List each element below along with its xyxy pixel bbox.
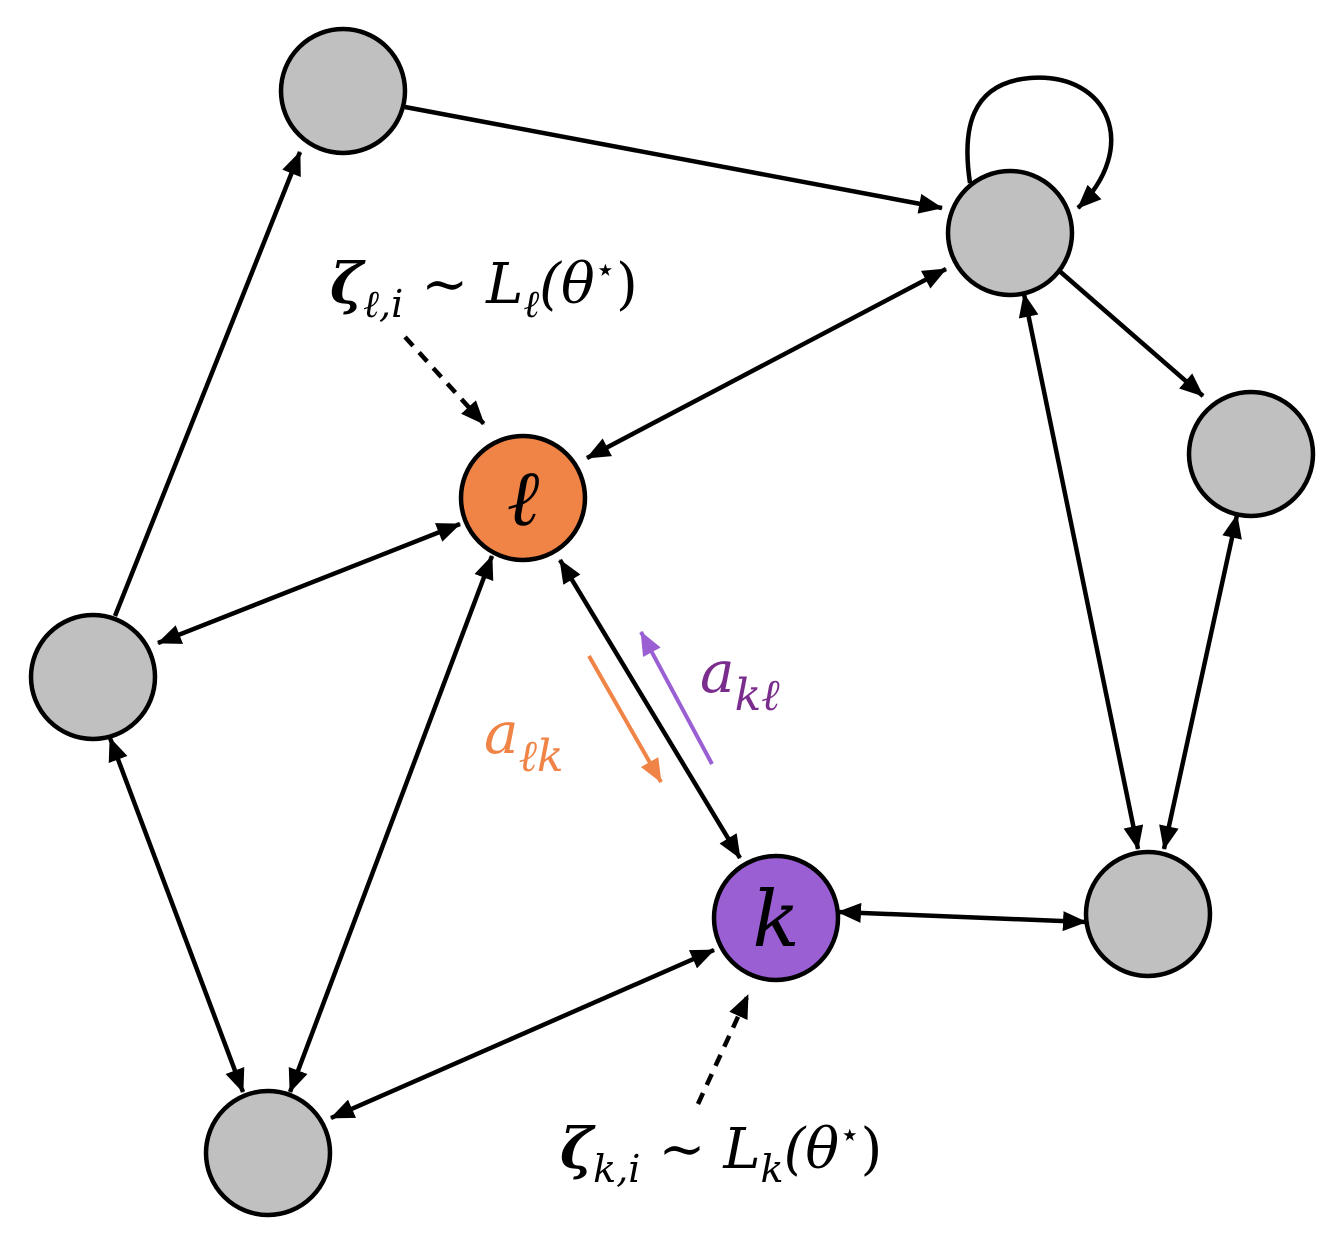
self-loop-topright bbox=[965, 75, 1114, 210]
weight-arrow-a-kl bbox=[639, 631, 714, 765]
weight-label-a-kl: akℓ bbox=[700, 638, 780, 721]
data-arrow-k bbox=[695, 994, 751, 1105]
edge-topright-l bbox=[585, 267, 948, 460]
edge-k-bottomleft bbox=[330, 947, 715, 1121]
edge-left-bottomleft bbox=[107, 737, 246, 1093]
zeta-k-arg: (θ bbox=[784, 1117, 840, 1182]
node-bottom-left bbox=[203, 1088, 333, 1218]
data-arrow-l bbox=[403, 335, 486, 426]
node-left bbox=[28, 612, 158, 742]
edge-right-bottomright bbox=[1159, 514, 1242, 850]
a-lk-sub: ℓk bbox=[519, 731, 564, 782]
edge-k-bottomright bbox=[837, 902, 1087, 932]
edge-topright-bottomright bbox=[1018, 293, 1144, 850]
edge-topleft-topright bbox=[404, 104, 943, 214]
node-k bbox=[711, 853, 841, 983]
zeta-k-L: L bbox=[722, 1117, 760, 1182]
zeta-l-tilde: ∼ bbox=[421, 252, 468, 317]
node-top-right bbox=[945, 168, 1075, 298]
svg-text:akℓ: akℓ bbox=[700, 638, 780, 721]
a-lk-base: a bbox=[484, 699, 519, 767]
svg-text:ζℓ,i∼Lℓ(θ⋆): ζℓ,i ∼ Lℓ(θ⋆) bbox=[330, 250, 638, 326]
annotation-zeta-l: ζℓ,i ∼ Lℓ(θ⋆) bbox=[330, 250, 638, 326]
edge-left-l bbox=[157, 521, 461, 646]
zeta-k-tilde: ∼ bbox=[658, 1117, 705, 1182]
svg-text:ζk,i∼Lk(θ⋆): ζk,i ∼ Lk(θ⋆) bbox=[560, 1115, 882, 1191]
edge-topright-right bbox=[1054, 266, 1205, 398]
nodes-layer: ℓ k bbox=[28, 26, 1316, 1218]
zeta-l-star: ⋆ bbox=[595, 250, 616, 290]
zeta-l-L-sub: ℓ bbox=[523, 282, 539, 326]
zeta-k-symbol: ζ bbox=[560, 1116, 596, 1182]
svg-text:aℓk: aℓk bbox=[484, 699, 564, 782]
zeta-l-symbol: ζ bbox=[330, 251, 366, 317]
edge-l-bottomleft bbox=[287, 555, 495, 1093]
edges-layer bbox=[107, 75, 1242, 1121]
annotation-zeta-k: ζk,i ∼ Lk(θ⋆) bbox=[560, 1115, 882, 1191]
edge-l-k bbox=[558, 558, 742, 860]
node-right bbox=[1186, 389, 1316, 519]
zeta-l-sub: ℓ,i bbox=[363, 282, 403, 326]
zeta-l-arg: (θ bbox=[539, 252, 595, 317]
zeta-k-star: ⋆ bbox=[839, 1115, 860, 1155]
a-kl-sub: kℓ bbox=[735, 670, 781, 721]
a-kl-base: a bbox=[700, 638, 735, 706]
node-top-left bbox=[278, 26, 408, 156]
edge-left-topleft bbox=[112, 151, 303, 617]
zeta-l-L: L bbox=[485, 252, 523, 317]
zeta-l-close: ) bbox=[616, 252, 638, 317]
zeta-k-close: ) bbox=[860, 1117, 882, 1182]
node-k-label: k bbox=[752, 875, 799, 965]
zeta-k-sub: k,i bbox=[593, 1147, 640, 1191]
node-l bbox=[458, 433, 588, 563]
node-l-label: ℓ bbox=[507, 454, 540, 544]
zeta-k-L-sub: k bbox=[761, 1147, 784, 1191]
weight-label-a-lk: aℓk bbox=[484, 699, 564, 782]
node-bottom-right bbox=[1083, 849, 1213, 979]
weight-arrow-a-lk bbox=[587, 655, 663, 783]
